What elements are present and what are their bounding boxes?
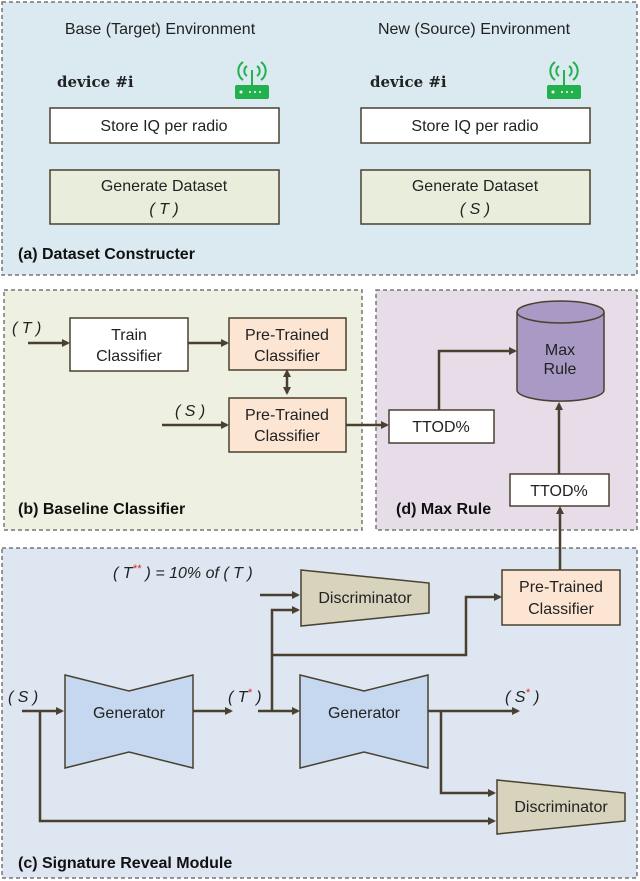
discriminator-1 (300, 569, 430, 627)
store-iq-text-right: Store IQ per radio (411, 118, 538, 135)
pretrained-2-line1: Pre-Trained (245, 407, 329, 424)
wifi-router-icon (547, 61, 581, 99)
panel-max-rule: Max Rule TTOD% TTOD% (d) Max Rule (346, 289, 638, 531)
input-s-label-c: ( S ) (8, 689, 38, 706)
panel-a-label: (a) Dataset Constructer (18, 246, 195, 263)
train-classifier-line2: Classifier (96, 348, 162, 365)
panel-baseline-classifier: ( T ) Train Classifier Pre-Trained Class… (3, 289, 363, 531)
panel-c-label: (c) Signature Reveal Module (18, 855, 232, 872)
wifi-router-icon (235, 61, 269, 99)
generator-1-text: Generator (93, 705, 166, 722)
s-star-label: ( S* ) (505, 687, 540, 706)
pretrained-2-line2: Classifier (254, 428, 320, 445)
generate-dataset-box-right (360, 169, 591, 225)
pretrained-classifier-box-1 (228, 317, 347, 371)
base-env-title: Base (Target) Environment (65, 21, 256, 38)
generator-2-text: Generator (328, 705, 401, 722)
ttod-box-1 (388, 409, 495, 444)
dataset-t-label: ( T ) (149, 201, 178, 218)
train-classifier-line1: Train (111, 327, 147, 344)
ttod-2-text: TTOD% (530, 483, 587, 500)
max-rule-line2: Rule (544, 361, 577, 378)
generate-dataset-box-left (49, 169, 280, 225)
train-classifier-box (69, 317, 189, 372)
store-iq-box-right (360, 107, 591, 144)
ttod-1-text: TTOD% (412, 419, 469, 436)
generator-1 (64, 674, 194, 769)
pretrained-classifier-box-2 (228, 397, 347, 453)
max-rule-cylinder (516, 300, 605, 402)
generator-2 (299, 674, 429, 769)
panel-d-label: (d) Max Rule (396, 501, 491, 518)
device-label-right: device #i (370, 73, 447, 91)
pretrained-1-line2: Classifier (254, 348, 320, 365)
pretrained-classifier-box-3 (501, 569, 621, 626)
panel-b-label: (b) Baseline Classifier (18, 501, 185, 518)
discriminator-2-text: Discriminator (514, 799, 608, 816)
new-env-title: New (Source) Environment (378, 21, 571, 38)
t-double-star-label: ( T** ) = 10% of ( T ) (113, 563, 253, 582)
input-s-label: ( S ) (175, 403, 205, 420)
discriminator-2 (496, 779, 626, 835)
input-t-label: ( T ) (12, 320, 41, 337)
t-star-label: ( T* ) (228, 687, 262, 706)
panel-signature-reveal: ( T** ) = 10% of ( T ) Discriminator Pre… (1, 506, 638, 879)
pretrained-1-line1: Pre-Trained (245, 327, 329, 344)
store-iq-text-left: Store IQ per radio (100, 118, 227, 135)
device-label-left: device #i (57, 73, 134, 91)
dataset-s-label: ( S ) (460, 201, 490, 218)
panel-dataset-constructer: Base (Target) Environment New (Source) E… (1, 1, 638, 276)
pretrained-3-line1: Pre-Trained (519, 579, 603, 596)
store-iq-box-left (49, 107, 280, 144)
generate-dataset-text-right: Generate Dataset (412, 178, 539, 195)
pretrained-3-line2: Classifier (528, 601, 594, 618)
generate-dataset-text-left: Generate Dataset (101, 178, 228, 195)
max-rule-line1: Max (545, 342, 575, 359)
ttod-box-2 (509, 473, 610, 507)
discriminator-1-text: Discriminator (318, 590, 412, 607)
